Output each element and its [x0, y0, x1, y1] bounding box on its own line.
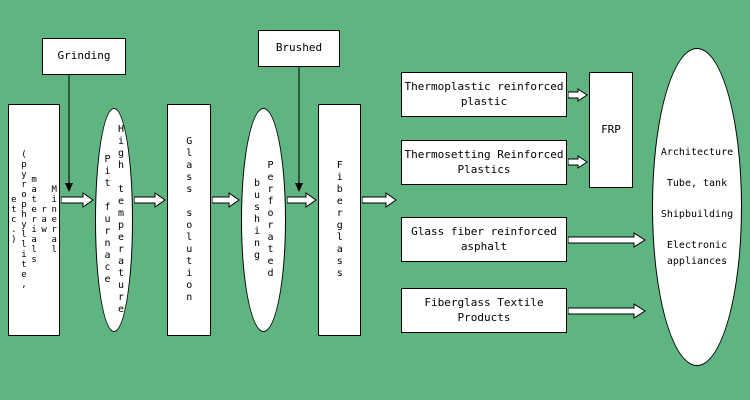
- perforated-bushing-label: Perforated bushing: [251, 160, 277, 280]
- node-thermosetting-reinforced-plastics: Thermosetting Reinforced Plastics: [401, 140, 567, 185]
- grinding-down-arrow: [65, 75, 73, 192]
- frp-label: FRP: [601, 122, 621, 136]
- node-fiberglass-textile-products: Fiberglass Textile Products: [401, 288, 567, 333]
- thermosetting-label: Thermosetting Reinforced Plastics: [404, 147, 564, 176]
- flow-arrow-bushing-to-fiberglass: [287, 192, 317, 208]
- node-frp: FRP: [589, 72, 633, 188]
- flow-arrow-furnace-to-solution: [134, 192, 166, 208]
- node-brushed: Brushed: [258, 30, 340, 67]
- applications-label: Architecture Tube, tank Shipbuilding Ele…: [660, 147, 734, 267]
- node-applications: Architecture Tube, tank Shipbuilding Ele…: [652, 48, 742, 366]
- grinding-label: Grinding: [57, 49, 111, 63]
- flow-arrow-mineral-to-furnace: [61, 192, 94, 208]
- asphalt-label: Glass fiber reinforced asphalt: [411, 224, 557, 253]
- arrow-asphalt-to-applications: [568, 232, 646, 248]
- node-thermoplastic-reinforced-plastic: Thermoplastic reinforced plastic: [401, 72, 567, 117]
- node-grinding: Grinding: [42, 38, 126, 75]
- arrow-textile-to-applications: [568, 303, 646, 319]
- node-glass-fiber-reinforced-asphalt: Glass fiber reinforced asphalt: [401, 217, 567, 262]
- node-fiberglass: Fiberglass: [318, 104, 361, 336]
- flow-arrow-fiberglass-to-products: [362, 192, 397, 208]
- glass-solution-label: Glass solution: [183, 136, 195, 304]
- pit-furnace-label: High temperature Pit furnace: [102, 124, 127, 316]
- mineral-raw-materials-label: Mineral raw materials (pyrophyllite, etc…: [8, 150, 60, 290]
- fiberglass-label: Fiberglass: [334, 160, 346, 280]
- flow-arrow-solution-to-bushing: [212, 192, 240, 208]
- brushed-down-arrow: [295, 67, 303, 192]
- arrow-thermosetting-to-frp: [568, 155, 588, 169]
- node-perforated-bushing: Perforated bushing: [241, 108, 286, 332]
- arrow-thermoplastic-to-frp: [568, 88, 588, 102]
- thermoplastic-label: Thermoplastic reinforced plastic: [404, 79, 564, 108]
- node-pit-furnace: High temperature Pit furnace: [95, 108, 133, 332]
- node-mineral-raw-materials: Mineral raw materials (pyrophyllite, etc…: [8, 104, 60, 336]
- node-glass-solution: Glass solution: [167, 104, 211, 336]
- textile-label: Fiberglass Textile Products: [424, 295, 544, 324]
- brushed-label: Brushed: [275, 41, 323, 55]
